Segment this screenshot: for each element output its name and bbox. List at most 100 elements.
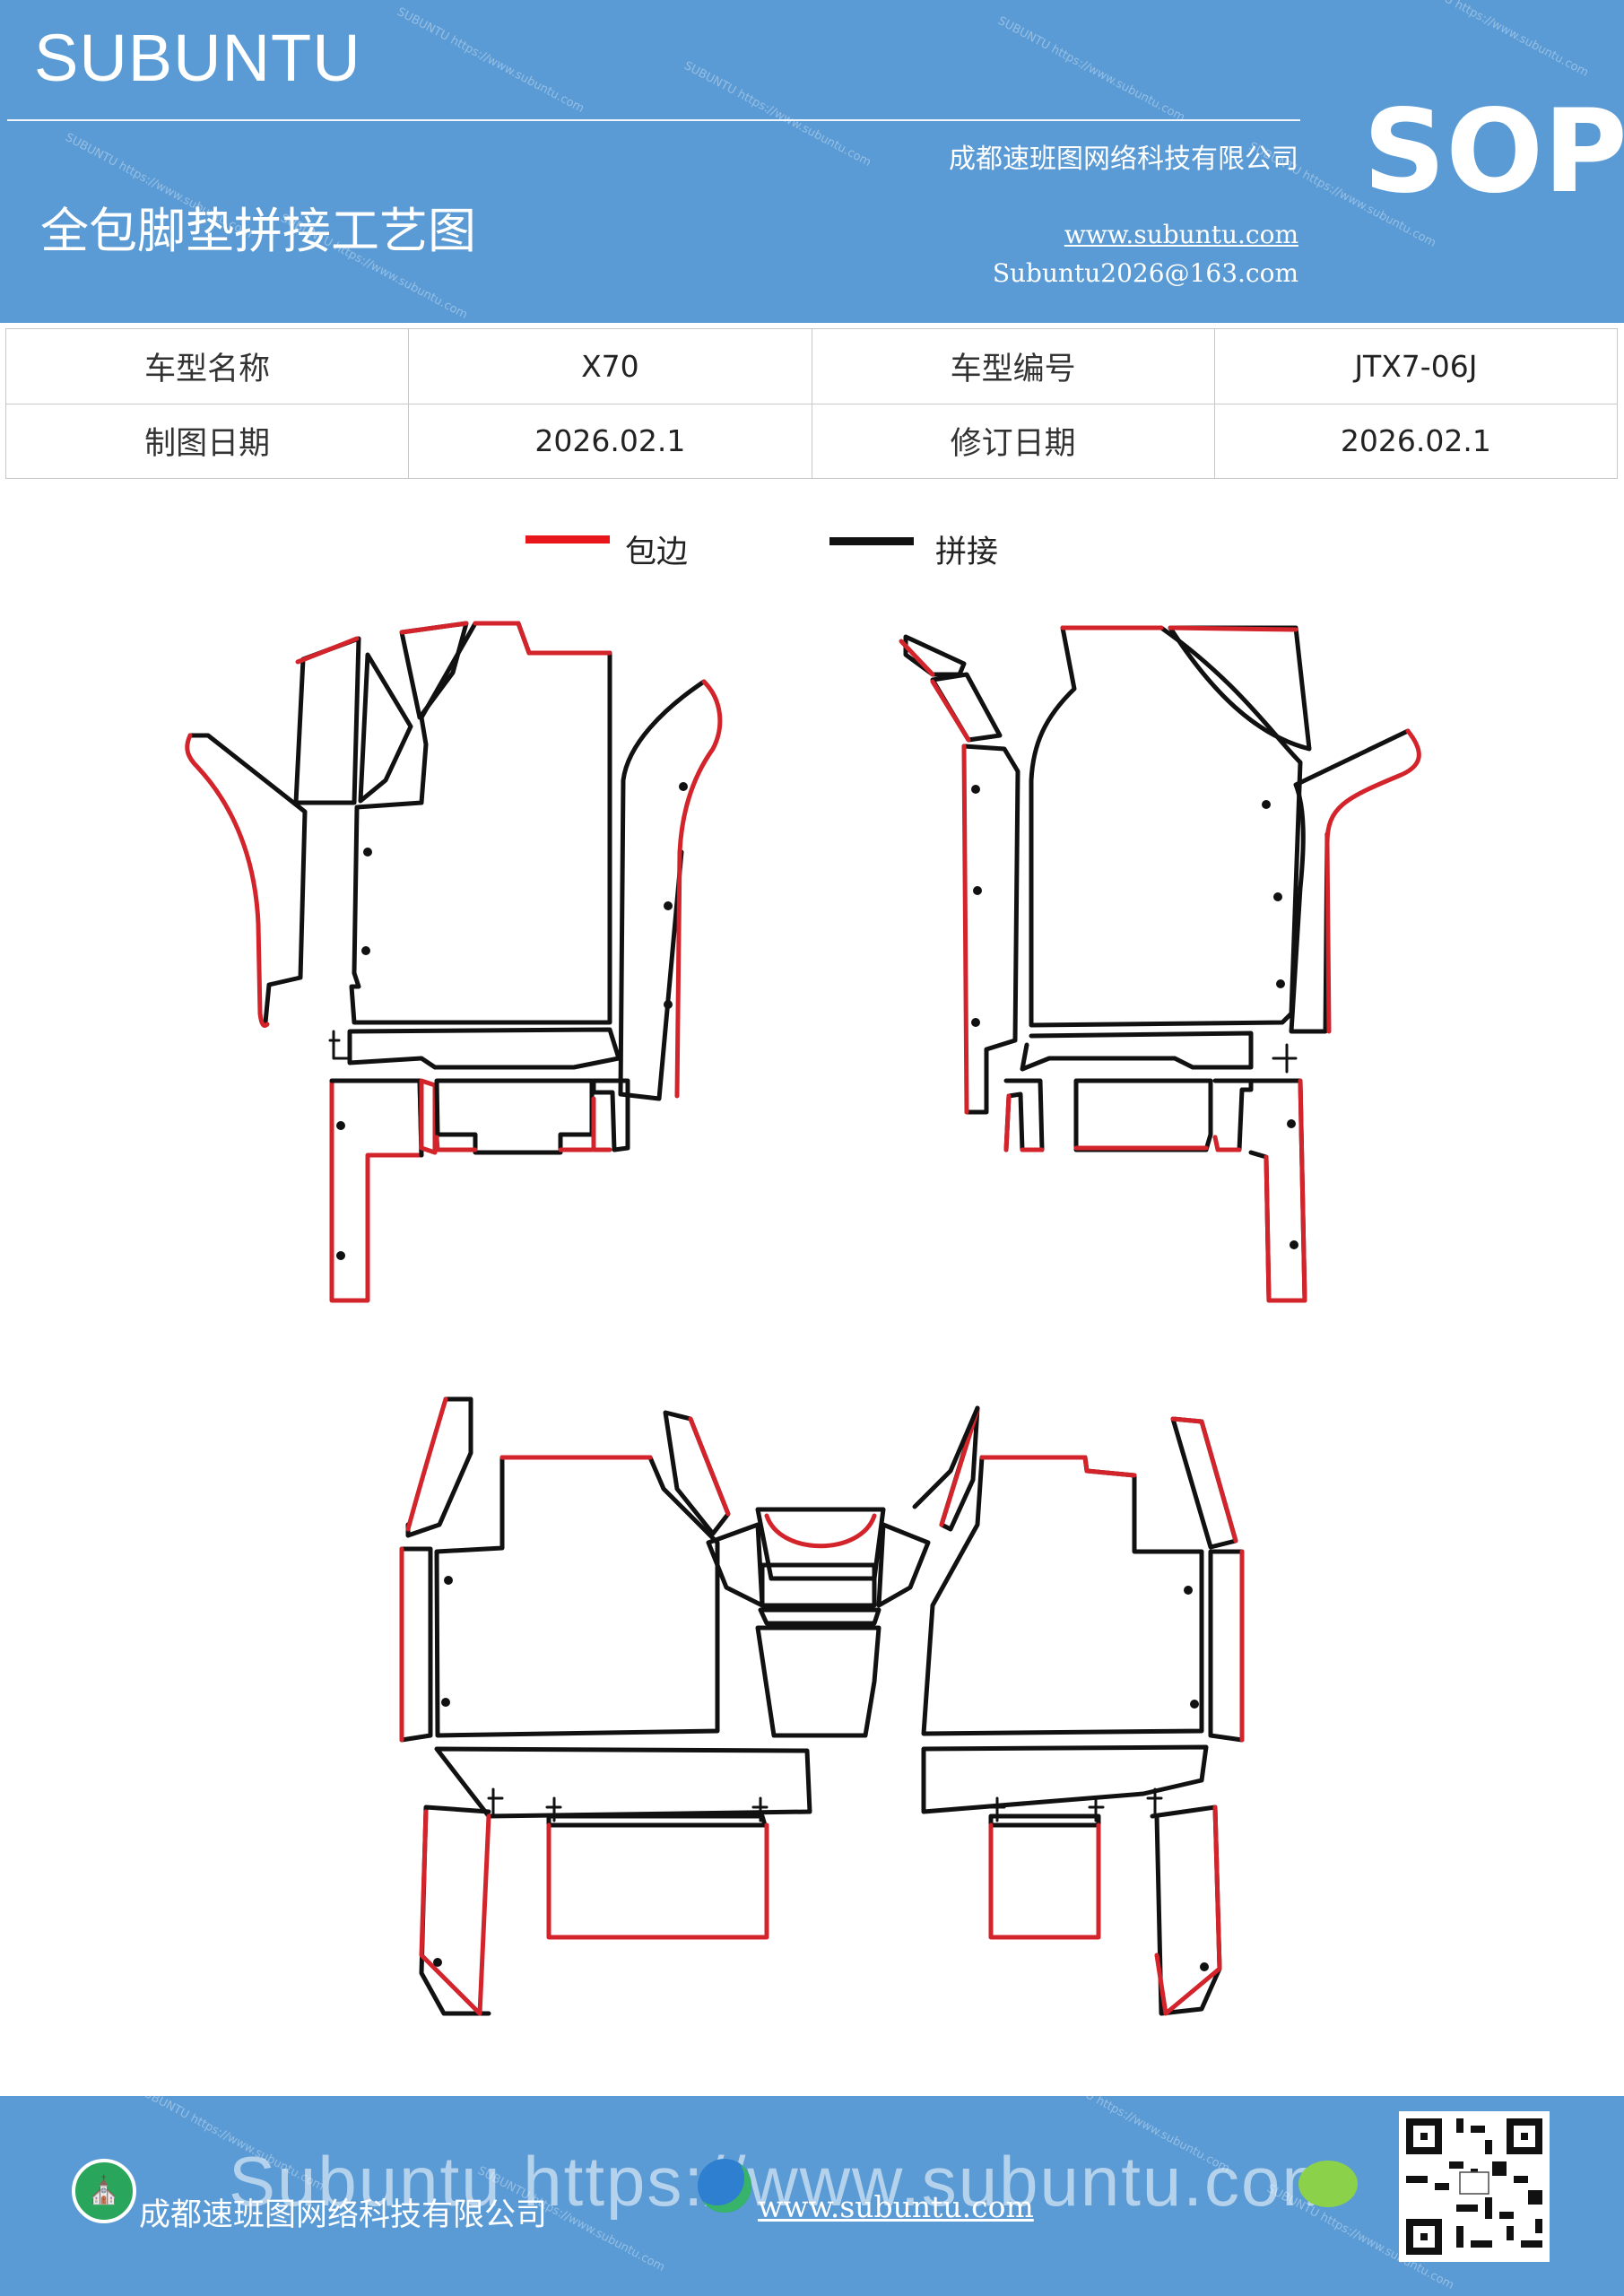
fastener-dot bbox=[1290, 1240, 1298, 1249]
mat-group-bottom bbox=[399, 1396, 1245, 2016]
mat-piece bbox=[930, 679, 971, 743]
splice-mark bbox=[328, 1030, 352, 1060]
website-link[interactable]: www.subuntu.com bbox=[1064, 220, 1298, 249]
mat-piece bbox=[347, 1027, 621, 1070]
table-cell: 2026.02.1 bbox=[408, 403, 812, 479]
mat-piece bbox=[903, 634, 967, 677]
mat-piece bbox=[1208, 1549, 1245, 1743]
globe-icon bbox=[698, 2159, 751, 2213]
fastener-dot bbox=[433, 1958, 442, 1967]
mat-piece bbox=[434, 1078, 595, 1155]
splice-mark bbox=[545, 1796, 562, 1822]
footer-website-link[interactable]: www.subuntu.com bbox=[758, 2189, 1034, 2224]
mat-piece bbox=[329, 1078, 424, 1158]
mat-piece bbox=[1020, 1031, 1254, 1072]
mat-piece bbox=[663, 1410, 731, 1536]
splice-mark bbox=[1146, 1787, 1163, 1818]
mat-piece bbox=[764, 1513, 877, 1549]
wechat-icon bbox=[1298, 2161, 1358, 2207]
table-cell: X70 bbox=[408, 328, 812, 404]
vehicle-info-table: 车型名称 X70 车型编号 JTX7-06J 制图日期 2026.02.1 修订… bbox=[4, 328, 1619, 479]
mat-piece bbox=[912, 1405, 980, 1509]
mat-piece bbox=[546, 1813, 768, 1828]
mat-piece bbox=[434, 1135, 595, 1152]
mat-piece bbox=[1003, 1078, 1045, 1152]
mat-piece bbox=[329, 1078, 424, 1303]
table-row: 制图日期 2026.02.1 修订日期 2026.02.1 bbox=[4, 403, 1619, 479]
mat-piece bbox=[591, 1078, 630, 1152]
mat-piece bbox=[876, 1522, 931, 1608]
mat-piece bbox=[293, 636, 361, 805]
mat-piece bbox=[1248, 1078, 1307, 1303]
legend-swatch-splice bbox=[829, 537, 914, 545]
mat-piece bbox=[758, 1607, 881, 1626]
mat-piece bbox=[921, 1744, 1209, 1814]
mat-piece bbox=[295, 636, 360, 665]
fastener-dot bbox=[664, 901, 673, 910]
fastener-dot bbox=[1190, 1700, 1199, 1709]
sop-badge: SOP bbox=[1363, 85, 1624, 219]
company-name: 成都速班图网络科技有限公司 bbox=[949, 144, 1298, 175]
mat-piece bbox=[185, 733, 270, 1028]
legend-label-edge: 包边 bbox=[625, 535, 689, 570]
mat-piece bbox=[1154, 1805, 1222, 2016]
mat-piece bbox=[961, 744, 1020, 1115]
mat-piece bbox=[988, 1822, 1101, 1940]
building-icon: ⛪ bbox=[72, 2159, 136, 2223]
mat-piece bbox=[930, 672, 1003, 743]
table-cell: JTX7-06J bbox=[1213, 328, 1619, 404]
mat-piece bbox=[961, 744, 969, 1115]
mat-piece bbox=[1170, 1416, 1238, 1544]
mat-piece bbox=[1168, 625, 1312, 752]
table-cell: 2026.02.1 bbox=[1213, 403, 1619, 479]
fastener-dot bbox=[1287, 1119, 1296, 1128]
table-cell: 车型名称 bbox=[4, 328, 410, 404]
mat-piece bbox=[405, 1396, 473, 1538]
mat-piece bbox=[1003, 1093, 1045, 1152]
mat-piece bbox=[419, 1809, 491, 2016]
fastener-dot bbox=[679, 782, 688, 791]
fastener-dot bbox=[1184, 1586, 1193, 1595]
splice-mark bbox=[1272, 1043, 1298, 1074]
mat-piece bbox=[358, 652, 413, 804]
mat-piece bbox=[473, 621, 612, 656]
fastener-dot bbox=[1276, 979, 1285, 988]
mat-piece bbox=[1073, 1078, 1213, 1152]
mat-piece bbox=[1168, 625, 1298, 632]
table-cell: 车型编号 bbox=[811, 328, 1215, 404]
table-row: 车型名称 X70 车型编号 JTX7-06J bbox=[4, 328, 1619, 404]
header-banner: SUBUNTU https://www.subuntu.com SUBUNTU … bbox=[0, 0, 1624, 323]
fastener-dot bbox=[363, 848, 372, 857]
footer-company: 成都速班图网络科技有限公司 bbox=[139, 2197, 548, 2233]
mat-piece bbox=[1289, 728, 1411, 1034]
fastener-dot bbox=[1273, 892, 1282, 901]
table-cell: 修订日期 bbox=[811, 403, 1215, 479]
legend-swatch-edge bbox=[525, 535, 610, 544]
mat-piece bbox=[434, 1455, 720, 1738]
mat-piece bbox=[1029, 625, 1303, 1028]
splice-mark bbox=[487, 1787, 504, 1818]
brand-name: SUBUNTU bbox=[34, 21, 361, 95]
fastener-dot bbox=[336, 1251, 345, 1260]
legend-label-splice: 拼接 bbox=[935, 535, 999, 570]
mat-piece bbox=[1264, 1078, 1307, 1303]
email-address: Subuntu2026@163.com bbox=[992, 258, 1298, 288]
mat-piece bbox=[618, 679, 707, 1101]
mat-piece bbox=[187, 733, 308, 1025]
splice-mark bbox=[989, 1796, 1006, 1822]
mat-piece bbox=[1212, 1078, 1254, 1152]
mat-piece bbox=[419, 1805, 491, 2016]
footer-banner: SUBUNTU https://www.subuntu.com SUBUNTU … bbox=[0, 2096, 1624, 2296]
mat-piece bbox=[399, 621, 469, 635]
mat-piece bbox=[988, 1813, 1101, 1828]
fastener-dot bbox=[444, 1576, 453, 1585]
qr-code bbox=[1399, 2111, 1550, 2262]
mat-piece bbox=[591, 1096, 612, 1152]
mat-piece bbox=[688, 1416, 731, 1517]
fastener-dot bbox=[361, 946, 370, 955]
fastener-dot bbox=[336, 1121, 345, 1130]
fastener-dot bbox=[1200, 1962, 1209, 1971]
page-title: 全包脚垫拼接工艺图 bbox=[40, 203, 476, 259]
fastener-dot bbox=[971, 1018, 980, 1027]
mat-group-top-left bbox=[185, 621, 723, 1303]
